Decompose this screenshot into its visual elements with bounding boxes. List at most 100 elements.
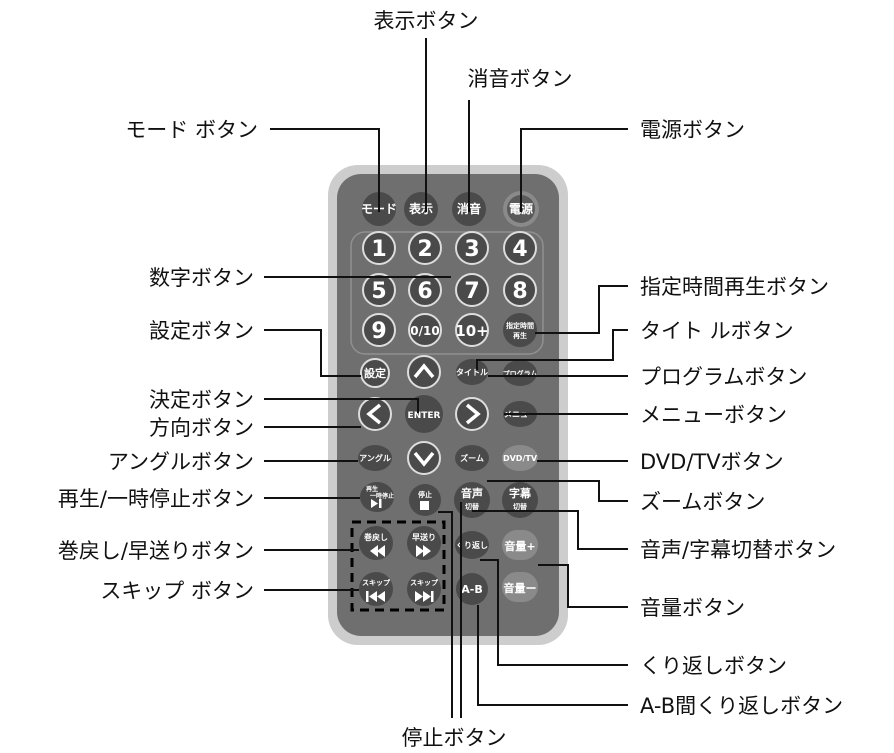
svg-text:再生: 再生 [366,485,378,493]
stop-icon [420,501,429,510]
repeat-button[interactable]: くり返し [455,531,489,559]
svg-text:ズーム: ズーム [460,453,484,463]
svg-text:再生: 再生 [513,331,527,340]
stop-button[interactable]: 停止 [409,484,441,516]
svg-text:10+: 10+ [455,322,488,340]
label-ab-repeat: A-B間くり返しボタン [640,694,843,718]
dvdtv-button[interactable]: DVD/TV [502,445,538,471]
svg-text:音声: 音声 [461,486,483,500]
label-program: プログラムボタン [640,365,807,389]
zoom-button[interactable]: ズーム [455,445,489,471]
digit-5-button[interactable]: 5 [362,273,396,307]
label-power: 電源ボタン [640,118,745,142]
time-search-button[interactable]: 指定時間 再生 [503,313,537,347]
label-rew-ff: 巻戻し/早送りボタン [58,539,254,563]
skip-back-icon [366,591,385,602]
label-stop: 停止ボタン [402,726,507,750]
label-angle: アングルボタン [108,450,254,474]
digit-1-button[interactable]: 1 [362,231,396,265]
play-icon [371,499,378,508]
label-number: 数字ボタン [149,266,254,290]
svg-text:切替: 切替 [513,502,527,511]
label-display: 表示ボタン [374,9,479,33]
svg-text:アングル: アングル [359,453,391,463]
volume-up-button[interactable]: 音量+ [502,530,538,560]
svg-text:早送り: 早送り [412,532,436,542]
label-audio-subtitle: 音声/字幕切替ボタン [640,538,836,562]
fast-forward-button[interactable]: 早送り [407,526,441,560]
label-play-pause: 再生/一時停止ボタン [58,487,254,511]
setup-button[interactable]: 設定 [360,358,390,388]
svg-text:スキップ: スキップ [362,578,391,587]
svg-text:巻戻し: 巻戻し [363,532,388,542]
play-pause-button[interactable]: 再生 一時停止 [360,482,394,512]
svg-text:9: 9 [371,319,386,344]
digit-0-10-button[interactable]: 0/10 [408,313,442,347]
label-mode: モード ボタン [125,118,258,142]
callout-labels: 表示ボタン 消音ボタン モード ボタン 電源ボタン 数字ボタン 指定時間再生ボタ… [58,9,843,750]
digit-10plus-button[interactable]: 10+ [455,313,489,347]
svg-text:切替: 切替 [465,502,479,511]
skip-forward-button[interactable]: スキップ [407,572,441,606]
chevron-right-icon [465,403,481,425]
svg-text:くり返し: くり返し [456,540,488,550]
svg-text:表示: 表示 [408,201,433,216]
label-zoom: ズームボタン [640,490,765,514]
digit-7-button[interactable]: 7 [455,273,489,307]
chevron-down-icon [413,451,435,467]
enter-button[interactable]: ENTER [405,395,443,433]
display-button[interactable]: 表示 [404,192,438,226]
label-title: タイト ルボタン [640,319,794,343]
left-arrow-button[interactable] [358,397,392,431]
svg-text:0/10: 0/10 [410,324,439,338]
ab-repeat-button[interactable]: A-B [456,573,488,605]
svg-text:7: 7 [464,279,479,304]
title-button[interactable]: タイトル [456,359,488,385]
digit-4-button[interactable]: 4 [503,231,537,265]
svg-text:8: 8 [512,279,527,304]
subtitle-switch-button[interactable]: 字幕 切替 [502,482,538,518]
program-button[interactable]: プログラム [503,360,538,386]
svg-text:4: 4 [512,237,527,262]
svg-text:一時停止: 一時停止 [370,492,394,500]
fast-forward-icon [416,545,431,557]
angle-button[interactable]: アングル [358,445,392,471]
skip-forward-icon [415,591,434,602]
svg-text:指定時間: 指定時間 [506,321,534,330]
label-enter: 決定ボタン [149,388,254,412]
svg-text:1: 1 [371,237,386,262]
label-dvdtv: DVD/TVボタン [640,450,784,474]
digit-6-button[interactable]: 6 [408,273,442,307]
svg-text:タイトル: タイトル [456,367,488,377]
rewind-icon [370,545,385,557]
label-menu: メニューボタン [640,403,787,427]
label-direction: 方向ボタン [149,416,254,440]
svg-text:6: 6 [417,279,432,304]
svg-text:音量ー: 音量ー [504,581,537,595]
volume-down-button[interactable]: 音量ー [502,572,538,602]
leader-lines [264,38,628,718]
digit-8-button[interactable]: 8 [503,273,537,307]
svg-text:3: 3 [464,237,479,262]
svg-text:DVD/TV: DVD/TV [503,454,538,463]
label-setup: 設定ボタン [149,319,254,343]
svg-text:スキップ: スキップ [410,578,439,587]
label-time-search: 指定時間再生ボタン [640,275,829,299]
digit-3-button[interactable]: 3 [455,231,489,265]
svg-text:2: 2 [417,237,432,262]
rewind-button[interactable]: 巻戻し [359,526,393,560]
svg-text:字幕: 字幕 [509,486,532,500]
up-arrow-button[interactable] [407,355,441,389]
digit-9-button[interactable]: 9 [362,313,396,347]
label-repeat: くり返しボタン [640,654,787,678]
audio-switch-button[interactable]: 音声 切替 [454,482,490,518]
right-arrow-button[interactable] [455,397,489,431]
digit-2-button[interactable]: 2 [408,231,442,265]
skip-back-button[interactable]: スキップ [359,572,393,606]
svg-text:音量+: 音量+ [504,539,535,553]
svg-text:設定: 設定 [364,366,386,380]
label-volume: 音量ボタン [640,596,745,620]
down-arrow-button[interactable] [407,441,441,475]
chevron-left-icon [366,403,382,425]
